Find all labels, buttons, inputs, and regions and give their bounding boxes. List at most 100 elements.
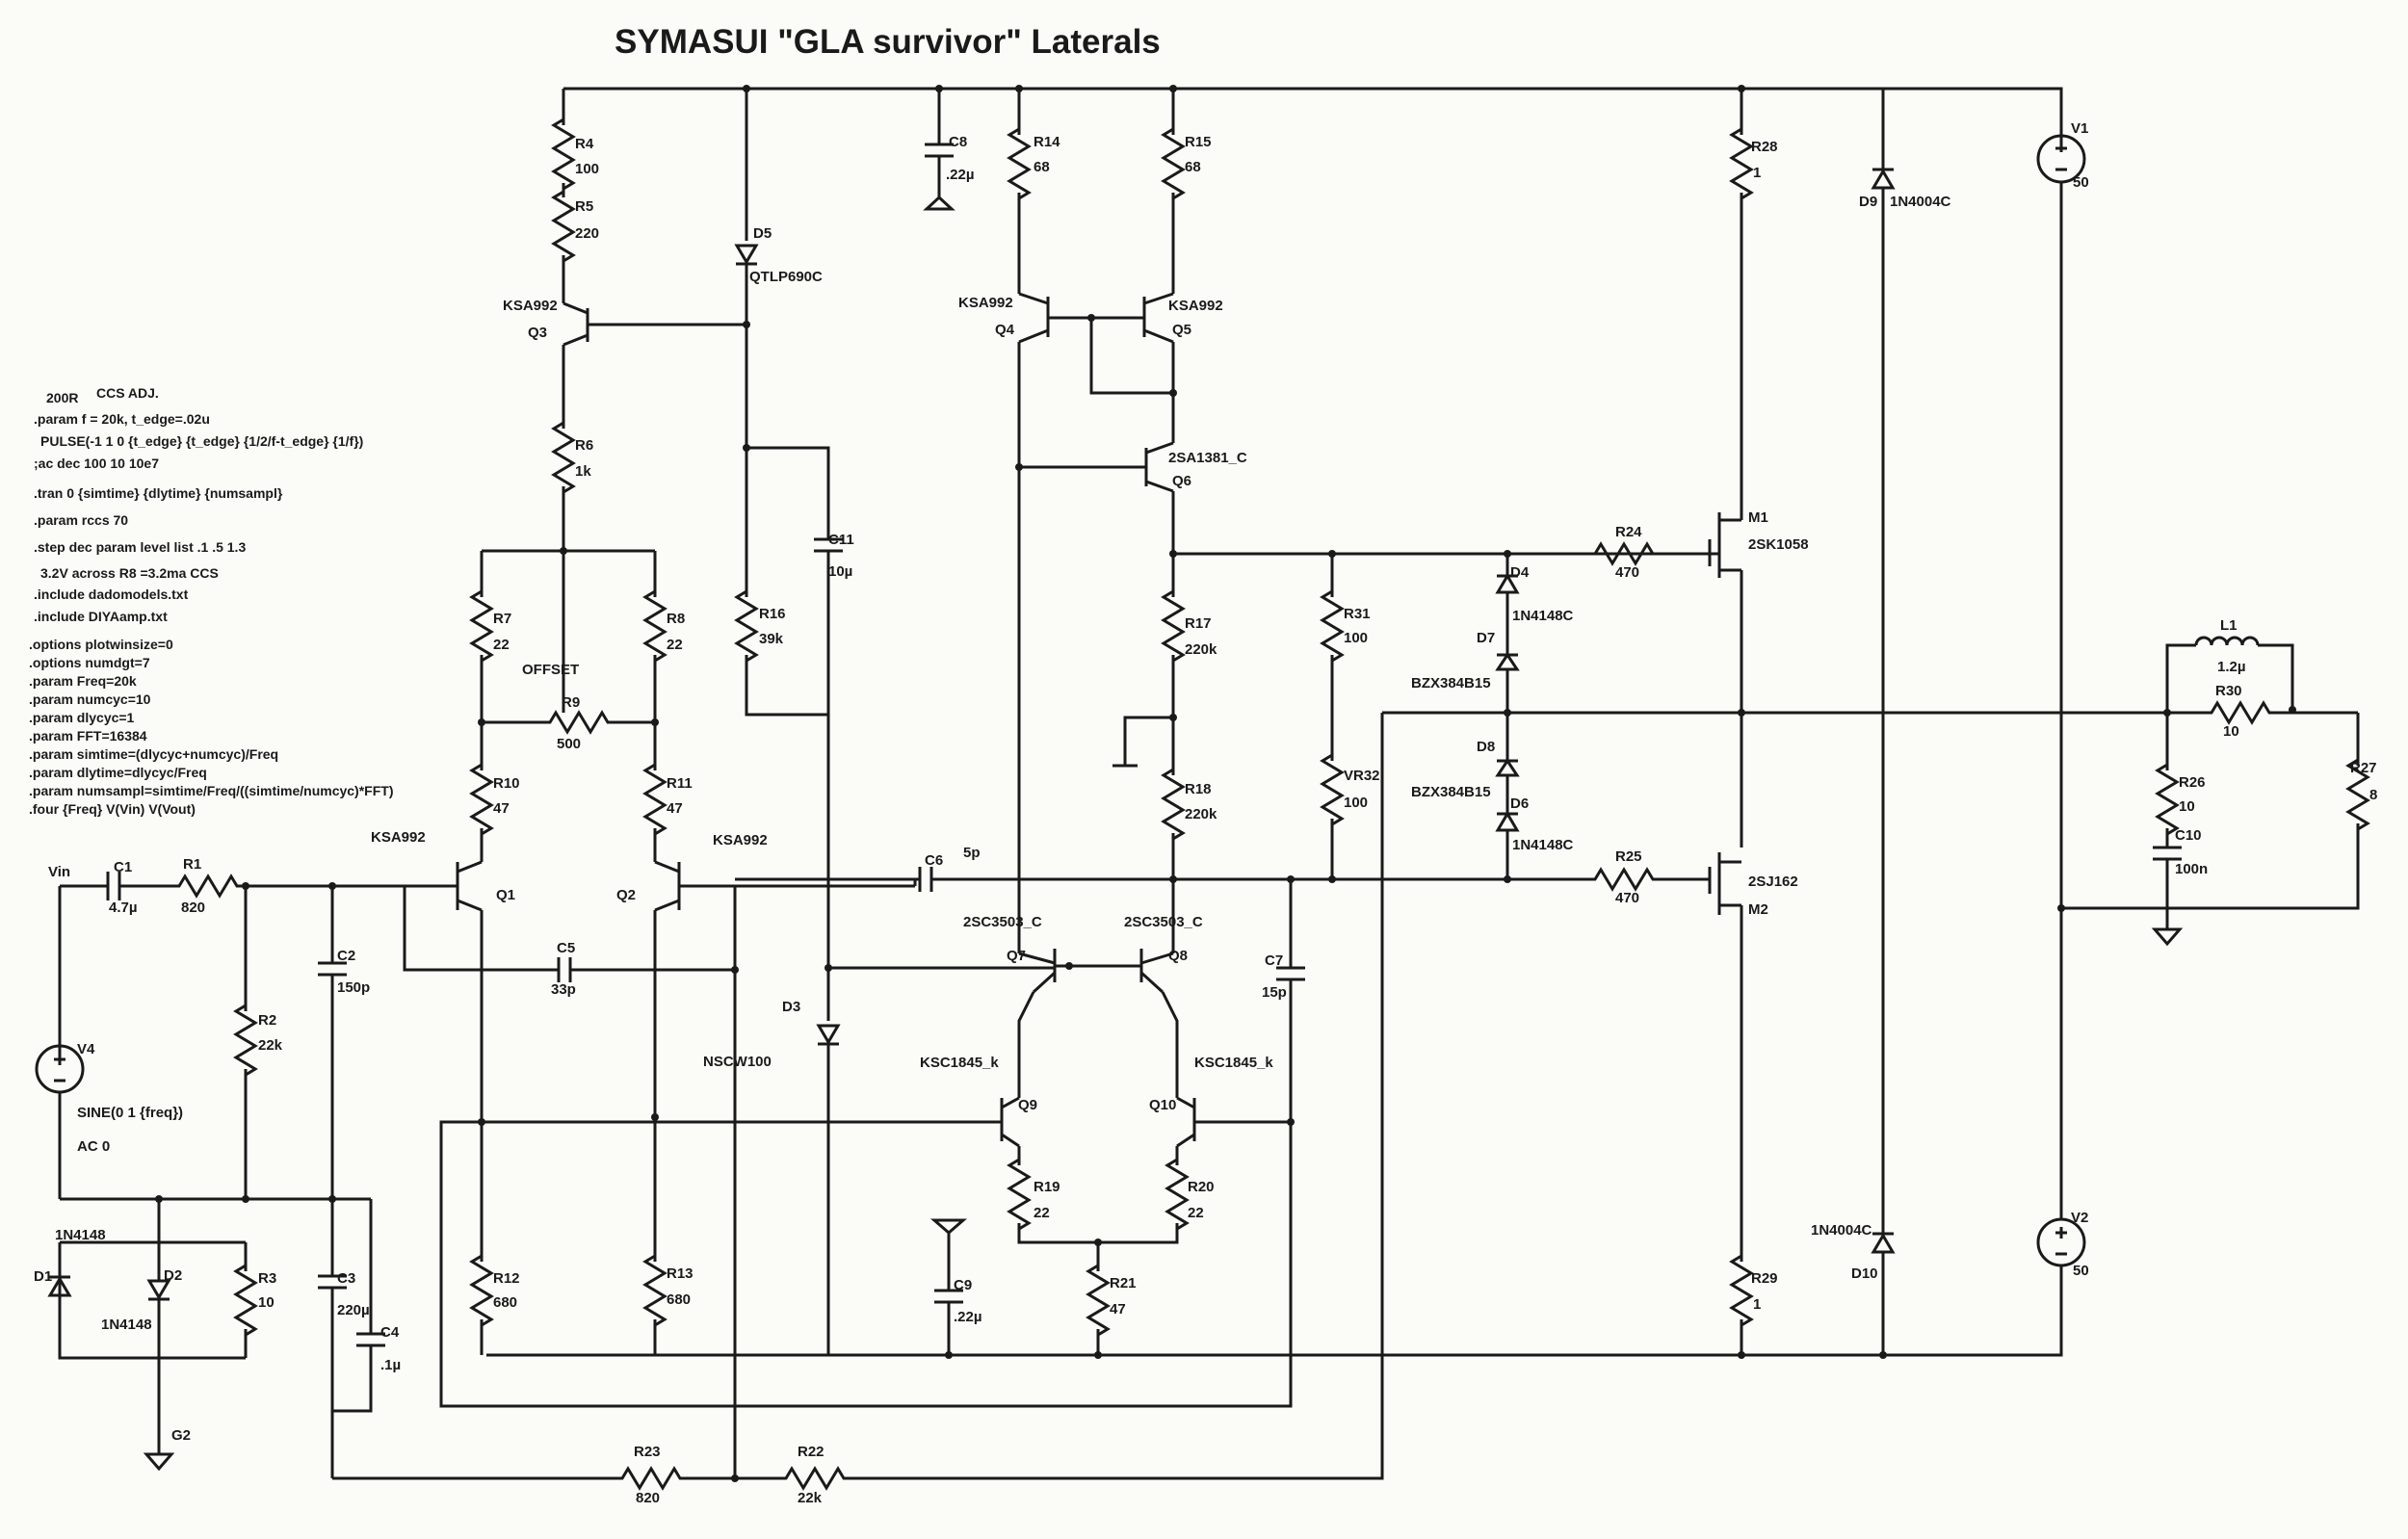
label-r4-value: 100 bbox=[575, 161, 600, 177]
label-r18: R18 bbox=[1185, 781, 1212, 797]
label-c11: C11 bbox=[828, 532, 854, 548]
label-q8-model: 2SC3503_C bbox=[1124, 914, 1203, 930]
label-q3: Q3 bbox=[528, 325, 548, 341]
label-c4-value: .1µ bbox=[380, 1357, 402, 1373]
label-c9: C9 bbox=[954, 1277, 973, 1293]
label-q9: Q9 bbox=[1018, 1097, 1038, 1113]
label-c5-value: 33p bbox=[551, 981, 576, 998]
label-r15: R15 bbox=[1185, 134, 1212, 150]
l1-inductor bbox=[2194, 636, 2260, 646]
negative-rail bbox=[486, 1281, 2063, 1357]
label-d2: D2 bbox=[164, 1267, 183, 1284]
label-q7: Q7 bbox=[1007, 948, 1027, 964]
note-ccs: CCS ADJ. bbox=[96, 385, 159, 401]
label-l1-value: 1.2µ bbox=[2217, 659, 2246, 675]
note-options1: .options plotwinsize=0 bbox=[29, 637, 173, 652]
label-l1: L1 bbox=[2220, 617, 2238, 634]
label-q6-model: 2SA1381_C bbox=[1168, 450, 1247, 466]
positive-rail bbox=[563, 87, 2063, 144]
label-r7-value: 22 bbox=[493, 637, 510, 653]
label-d4: D4 bbox=[1510, 564, 1530, 581]
note-four: .four {Freq} V(Vin) V(Vout) bbox=[29, 801, 196, 817]
label-r16-value: 39k bbox=[759, 631, 784, 647]
label-r6: R6 bbox=[575, 437, 594, 454]
label-r28-value: 1 bbox=[1753, 165, 1762, 181]
note-tran: .tran 0 {simtime} {dlytime} {numsampl} bbox=[34, 485, 283, 501]
label-q10: Q10 bbox=[1149, 1097, 1177, 1113]
label-r9-value: 500 bbox=[557, 736, 582, 752]
label-d9: D9 bbox=[1859, 194, 1878, 210]
d10-diode bbox=[1871, 1233, 1896, 1254]
label-m2-model: 2SJ162 bbox=[1748, 874, 1798, 890]
note-numcyc: .param numcyc=10 bbox=[29, 691, 151, 707]
label-c6: C6 bbox=[925, 852, 944, 869]
note-ccs-volt: 3.2V across R8 =3.2ma CCS bbox=[40, 565, 219, 581]
d9-diode bbox=[1871, 169, 1896, 190]
label-r28: R28 bbox=[1751, 139, 1778, 155]
label-r17-value: 220k bbox=[1185, 641, 1217, 658]
label-r13-value: 680 bbox=[667, 1291, 692, 1308]
label-q2: Q2 bbox=[616, 887, 637, 903]
label-r5: R5 bbox=[575, 198, 594, 215]
label-d10: D10 bbox=[1851, 1265, 1878, 1282]
label-r9: R9 bbox=[562, 694, 581, 711]
label-c1: C1 bbox=[114, 859, 133, 875]
note-200r: 200R bbox=[46, 390, 79, 405]
label-v2: V2 bbox=[2071, 1210, 2089, 1226]
label-r17: R17 bbox=[1185, 615, 1212, 632]
label-r14: R14 bbox=[1034, 134, 1060, 150]
note-rccs: .param rccs 70 bbox=[34, 512, 129, 528]
label-q4: Q4 bbox=[995, 322, 1015, 338]
note-options2: .options numdgt=7 bbox=[29, 655, 150, 670]
label-q7-model: 2SC3503_C bbox=[963, 914, 1042, 930]
label-r3: R3 bbox=[258, 1270, 277, 1287]
note-param-f: .param f = 20k, t_edge=.02u bbox=[34, 411, 210, 427]
label-d5-model: QTLP690C bbox=[749, 269, 823, 285]
label-r20: R20 bbox=[1188, 1179, 1215, 1195]
label-r23: R23 bbox=[634, 1444, 661, 1460]
label-r13: R13 bbox=[667, 1265, 694, 1282]
label-c3-value: 220µ bbox=[337, 1302, 370, 1318]
label-r31-value: 100 bbox=[1344, 630, 1369, 646]
label-v4: V4 bbox=[77, 1041, 95, 1057]
label-r20-value: 22 bbox=[1188, 1205, 1204, 1221]
label-r8-value: 22 bbox=[667, 637, 683, 653]
label-r26-value: 10 bbox=[2179, 798, 2195, 815]
label-d2-model: 1N4148 bbox=[101, 1317, 152, 1333]
label-c7-value: 15p bbox=[1262, 984, 1287, 1001]
note-fft: .param FFT=16384 bbox=[29, 728, 147, 743]
label-r22-value: 22k bbox=[798, 1490, 823, 1506]
label-c11-value: 10µ bbox=[828, 563, 853, 580]
label-d10-model: 1N4004C bbox=[1811, 1222, 1872, 1239]
label-v1-value: 50 bbox=[2073, 174, 2089, 191]
label-q10-model: KSC1845_k bbox=[1194, 1055, 1273, 1071]
label-d3: D3 bbox=[782, 999, 801, 1015]
label-g2: G2 bbox=[171, 1427, 192, 1444]
label-r24: R24 bbox=[1615, 524, 1642, 540]
label-q1-model: KSA992 bbox=[371, 829, 426, 846]
label-m1-model: 2SK1058 bbox=[1748, 536, 1809, 553]
label-r16: R16 bbox=[759, 606, 786, 622]
label-r27-value: 8 bbox=[2369, 787, 2378, 803]
label-v1: V1 bbox=[2071, 120, 2089, 137]
d1-diode bbox=[47, 1276, 72, 1297]
label-c8-value: .22µ bbox=[946, 167, 975, 183]
schematic-title: SYMASUI "GLA survivor" Laterals bbox=[615, 23, 1161, 61]
note-dlycyc: .param dlycyc=1 bbox=[29, 710, 135, 725]
label-q5-model: KSA992 bbox=[1168, 298, 1223, 314]
label-r10: R10 bbox=[493, 775, 520, 792]
label-r29-value: 1 bbox=[1753, 1296, 1762, 1313]
label-c1-value: 4.7µ bbox=[109, 900, 138, 916]
label-vin: Vin bbox=[48, 864, 71, 880]
label-r2-value: 22k bbox=[258, 1037, 283, 1054]
note-pulse: PULSE(-1 1 0 {t_edge} {t_edge} {1/2/f-t_… bbox=[40, 433, 364, 449]
note-simtime: .param simtime=(dlycyc+numcyc)/Freq bbox=[29, 746, 279, 762]
label-d1: D1 bbox=[34, 1268, 53, 1285]
label-c7: C7 bbox=[1265, 952, 1284, 969]
note-numsampl: .param numsampl=simtime/Freq/((simtime/n… bbox=[29, 783, 394, 798]
note-step: .step dec param level list .1 .5 1.3 bbox=[34, 539, 247, 555]
label-r26: R26 bbox=[2179, 774, 2206, 791]
label-r21: R21 bbox=[1110, 1275, 1137, 1291]
